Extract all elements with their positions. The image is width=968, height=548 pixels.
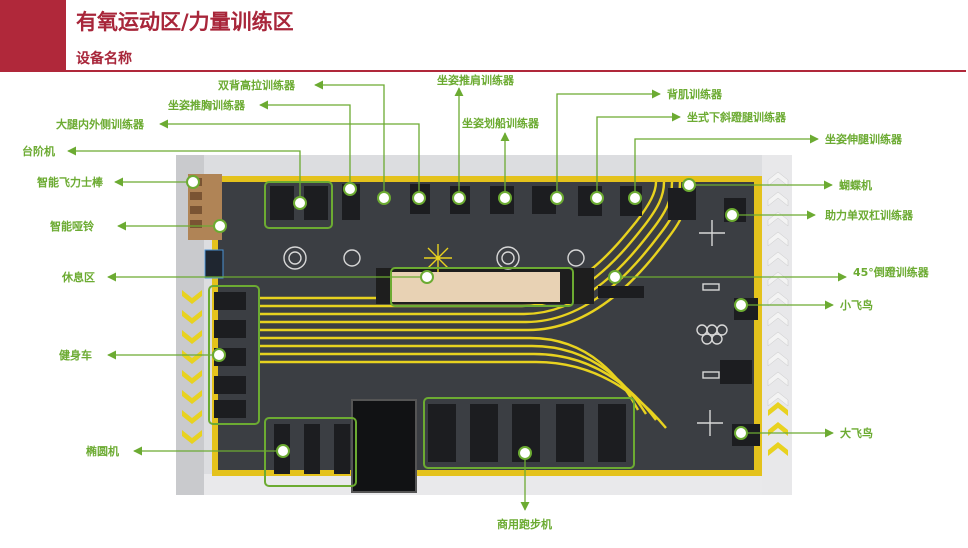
label-smart-dumbbell: 智能哑铃 bbox=[50, 219, 94, 233]
label-seated-chest-press: 坐姿推胸训练器 bbox=[168, 98, 246, 112]
label-exercise-bike: 健身车 bbox=[59, 348, 92, 362]
left-wall-chevrons bbox=[182, 290, 202, 444]
label-stepper: 台阶机 bbox=[22, 144, 55, 158]
rack-slot bbox=[190, 220, 202, 228]
label-45-degree-leg-press: 45°倒蹬训练器 bbox=[853, 265, 930, 279]
label-rest-area: 休息区 bbox=[61, 270, 95, 284]
label-big-fly: 大飞鸟 bbox=[840, 426, 873, 440]
rack-slot bbox=[190, 206, 202, 214]
label-small-fly: 小飞鸟 bbox=[839, 298, 873, 312]
label-dots bbox=[186, 175, 748, 460]
right-wall-yellow-chevrons bbox=[768, 402, 788, 456]
floor-symbols bbox=[283, 220, 728, 436]
label-elliptical: 椭圆机 bbox=[86, 444, 119, 458]
page-subtitle: 设备名称 bbox=[76, 51, 132, 67]
right-wall-chevrons bbox=[767, 171, 789, 407]
leader-lines bbox=[67, 80, 847, 511]
label-commercial-treadmill: 商用跑步机 bbox=[497, 517, 552, 531]
label-seated-decline-leg-press: 坐式下斜蹬腿训练器 bbox=[687, 110, 787, 124]
smart-screen bbox=[204, 249, 224, 279]
label-butterfly-machine: 蝴蝶机 bbox=[839, 178, 872, 192]
header-rule bbox=[0, 70, 966, 72]
page-title: 有氧运动区/力量训练区 bbox=[76, 10, 294, 34]
bottom-wall bbox=[204, 474, 762, 495]
label-smart-flexi-bar: 智能飞力士棒 bbox=[37, 175, 104, 189]
label-seated-row: 坐姿划船训练器 bbox=[462, 116, 540, 130]
accent-block bbox=[0, 0, 66, 70]
label-assisted-dip-chin: 助力单双杠训练器 bbox=[825, 208, 914, 222]
gym-room bbox=[176, 155, 792, 495]
label-seated-leg-extension: 坐姿伸腿训练器 bbox=[825, 132, 903, 146]
rack-slot bbox=[190, 192, 202, 200]
label-back-muscle: 背肌训练器 bbox=[667, 87, 723, 101]
doorway bbox=[351, 399, 417, 493]
label-thigh-inner-outer: 大腿内外侧训练器 bbox=[56, 117, 145, 131]
label-seated-shoulder-press: 坐姿推肩训练器 bbox=[437, 73, 515, 87]
label-double-back-high-pull: 双背高拉训练器 bbox=[218, 78, 296, 92]
floor-symbol-yellow bbox=[424, 244, 452, 272]
